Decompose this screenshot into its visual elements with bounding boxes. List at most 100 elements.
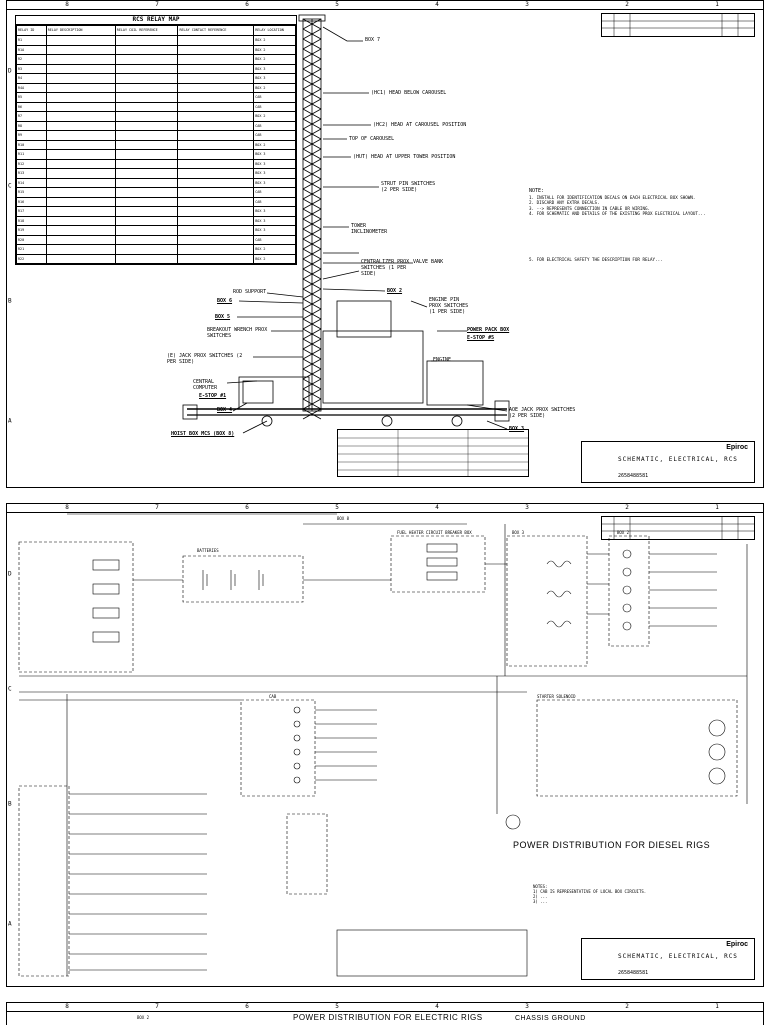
tower-truss <box>302 18 322 420</box>
zone-col-label: 4 <box>435 1 439 8</box>
zone-col-label: 1 <box>715 1003 719 1010</box>
zone-col-label: 3 <box>525 1 529 8</box>
notes-block-2: NOTES: 1) CAB IS REPRESENTATIVE OF LOCAL… <box>533 884 743 904</box>
callout-upper-tower: (HUT) HEAD AT UPPER TOWER POSITION <box>353 154 456 160</box>
zone-col-label: 2 <box>625 1003 629 1010</box>
label-batteries: BATTERIES <box>197 548 219 553</box>
callout-box2: BOX 2 <box>387 288 403 294</box>
note-item: 5. FOR ELECTRICAL SAFETY THE DESCRIPTION… <box>529 256 663 262</box>
callout-aoe-jack: AOE JACK PROX SWITCHES (2 PER SIDE) <box>509 407 576 419</box>
zone-row-top: 8 7 6 5 4 3 2 1 <box>7 1 763 10</box>
zone-row-label: B <box>8 800 12 808</box>
drawing-title: SCHEMATIC, ELECTRICAL, RCS <box>618 456 738 463</box>
zone-row-label: D <box>8 570 12 578</box>
callout-hoist-box: HOIST BOX MCS (BOX 8) <box>171 431 235 437</box>
label-cab: CAB <box>269 694 277 699</box>
zone-col-label: 2 <box>625 1 629 8</box>
zone-col-label: 6 <box>245 1 249 8</box>
drill-rig-drawing <box>182 14 510 434</box>
callout-top-carousel: TOP OF CAROUSEL <box>349 136 395 142</box>
sheet-power-distribution-electric: 8 7 6 5 4 3 2 1 BOX 2 POWER DISTRIBUTION… <box>6 1002 764 1025</box>
drawing-title: SCHEMATIC, ELECTRICAL, RCS <box>618 953 738 960</box>
zone-col-label: 8 <box>65 1 69 8</box>
zone-col-left: D C B A <box>7 1 15 487</box>
label-chassis-ground: CHASSIS GROUND <box>515 1015 586 1022</box>
zone-col-label: 7 <box>155 1 159 8</box>
callout-strut-pin: STRUT PIN SWITCHES (2 PER SIDE) <box>381 181 436 193</box>
zone-row-label: C <box>8 182 12 190</box>
relay-map-header: RELAY CONTACT REFERENCE <box>177 25 255 36</box>
title-block: Epiroc SCHEMATIC, ELECTRICAL, RCS 265848… <box>581 441 755 483</box>
sheet-rig-layout: 8 7 6 5 4 3 2 1 D C B A RCS RELAY MAP RE… <box>6 0 764 488</box>
callout-central-computer: CENTRAL COMPUTER <box>193 379 218 391</box>
notes-title: NOTE: <box>529 188 545 194</box>
company-logo: Epiroc <box>726 444 748 451</box>
notes-block: NOTE: 1. INSTALL FOR IDENTIFICATION DECA… <box>529 188 755 263</box>
relay-map-cell <box>45 253 116 264</box>
label-box8: BOX 8 <box>337 516 350 521</box>
zone-row-label: A <box>8 417 12 425</box>
zone-row-label: B <box>8 297 12 305</box>
relay-map-header: RELAY LOCATION <box>253 25 296 36</box>
callout-power-pack-box: POWER PACK BOX <box>467 327 510 333</box>
callout-engine-pin: ENGINE PIN PROX SWITCHES (1 PER SIDE) <box>429 297 469 315</box>
zone-row-top: 8 7 6 5 4 3 2 1 <box>7 1003 763 1012</box>
relay-map-title: RCS RELAY MAP <box>16 16 296 25</box>
zone-col-label: 5 <box>335 1003 339 1010</box>
zone-col-label: 1 <box>715 504 719 511</box>
note-item: 3) ... <box>533 899 548 904</box>
note-item: 2. DISCARD ANY EXTRA DECALS. <box>529 200 600 206</box>
zone-row-label: A <box>8 920 12 928</box>
label-starter-solenoid: STARTER SOLENOID <box>537 694 576 699</box>
label-box2: BOX 2 <box>137 1015 150 1020</box>
revision-block <box>601 516 755 540</box>
note-item: 1. INSTALL FOR IDENTIFICATION DECALS ON … <box>529 194 696 200</box>
callout-rod-support: ROD SUPPORT <box>233 289 267 295</box>
note-item: 4. FOR SCHEMATIC AND DETAILS OF THE EXIS… <box>529 211 706 217</box>
zone-col-label: 8 <box>65 1003 69 1010</box>
sheet-title-diesel: POWER DISTRIBUTION FOR DIESEL RIGS <box>513 840 711 850</box>
zone-col-label: 8 <box>65 504 69 511</box>
relay-map-cell <box>177 253 255 264</box>
callout-head-carousel-position: (HC2) HEAD AT CAROUSEL POSITION <box>373 122 467 128</box>
bom-block <box>337 429 529 477</box>
callout-engine: ENGINE <box>433 357 452 363</box>
relay-map-cell: BOX 2 <box>253 253 296 264</box>
callout-estop5: E-STOP #5 <box>467 335 495 341</box>
zone-col-label: 6 <box>245 1003 249 1010</box>
note-item: 1) CAB IS REPRESENTATIVE OF LOCAL BOX CI… <box>533 889 647 894</box>
company-logo: Epiroc <box>726 941 748 948</box>
label-box2: BOX 2 <box>617 530 630 535</box>
zone-col-label: 1 <box>715 1 719 8</box>
notes-title: NOTES: <box>533 884 548 889</box>
callout-head-below-carousel: (HC1) HEAD BELOW CAROUSEL <box>371 90 447 96</box>
zone-col-label: 5 <box>335 504 339 511</box>
title-block: Epiroc SCHEMATIC, ELECTRICAL, RCS 265848… <box>581 938 755 980</box>
zone-col-label: 3 <box>525 1003 529 1010</box>
callout-valve-bank: VALVE BANK <box>413 259 444 265</box>
relay-map-header: RELAY DESCRIPTION <box>45 25 116 36</box>
zone-col-left: D C B A <box>7 504 15 986</box>
revision-block <box>601 13 755 37</box>
callout-box4: BOX 4 <box>217 407 233 413</box>
zone-row-label: D <box>8 67 12 75</box>
callout-box5: BOX 5 <box>215 314 231 320</box>
zone-col-label: 4 <box>435 1003 439 1010</box>
note-item: 3. --> REPRESENTS CONNECTION IN CABLE OR… <box>529 205 651 211</box>
power-schematic <box>18 513 748 977</box>
callout-estop1: E-STOP #1 <box>199 393 227 399</box>
zone-col-label: 7 <box>155 1003 159 1010</box>
sheet-title-electric: POWER DISTRIBUTION FOR ELECTRIC RIGS <box>293 1013 483 1022</box>
zone-col-label: 7 <box>155 504 159 511</box>
callout-centralizer: CENTRALIZER PROX SWITCHES (1 PER SIDE) <box>361 259 410 277</box>
callout-box6: BOX 6 <box>217 298 233 304</box>
zone-col-label: 5 <box>335 1 339 8</box>
callout-tower-inclinometer: TOWER INCLINOMETER <box>351 223 388 235</box>
zone-col-label: 2 <box>625 504 629 511</box>
